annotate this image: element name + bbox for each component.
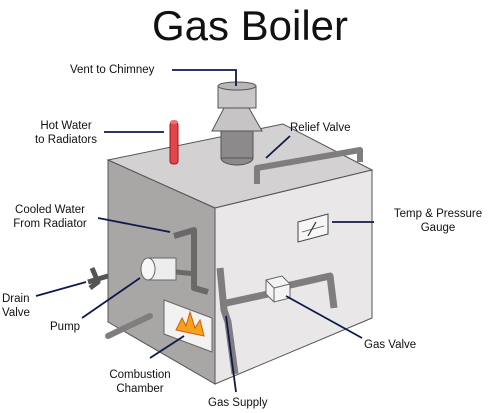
temp-pressure-gauge <box>297 213 329 243</box>
label-vent-to-chimney: Vent to Chimney <box>70 64 155 76</box>
leader-relief-valve <box>265 135 291 159</box>
drain-valve <box>87 267 109 290</box>
leader-cooled-water <box>97 217 171 233</box>
label-gas-valve: Gas Valve <box>364 339 417 351</box>
combustion-chamber <box>163 299 213 353</box>
leader-gas-valve <box>285 295 363 339</box>
cooled-water-pipe <box>173 227 209 295</box>
leader-gas-supply <box>225 315 237 393</box>
pump <box>140 257 197 281</box>
leader-combustion <box>149 335 185 359</box>
diagram-title: Gas Boiler <box>151 2 349 49</box>
gas-valve <box>265 275 291 303</box>
relief-valve-pipe <box>254 147 363 184</box>
leader-vent <box>172 69 237 86</box>
label-gas-supply: Gas Supply <box>208 397 268 409</box>
flame-icon <box>175 310 205 337</box>
leader-drain-valve <box>35 281 87 297</box>
chimney-vent <box>211 81 263 166</box>
gas-line-pipe <box>221 272 338 309</box>
label-relief-valve: Relief Valve <box>290 122 351 134</box>
bottom-pipe <box>105 313 153 339</box>
leader-pump <box>81 277 141 319</box>
label-pump: Pump <box>50 321 81 333</box>
hot-water-pipe <box>169 120 179 165</box>
boiler-side-face <box>214 169 373 385</box>
